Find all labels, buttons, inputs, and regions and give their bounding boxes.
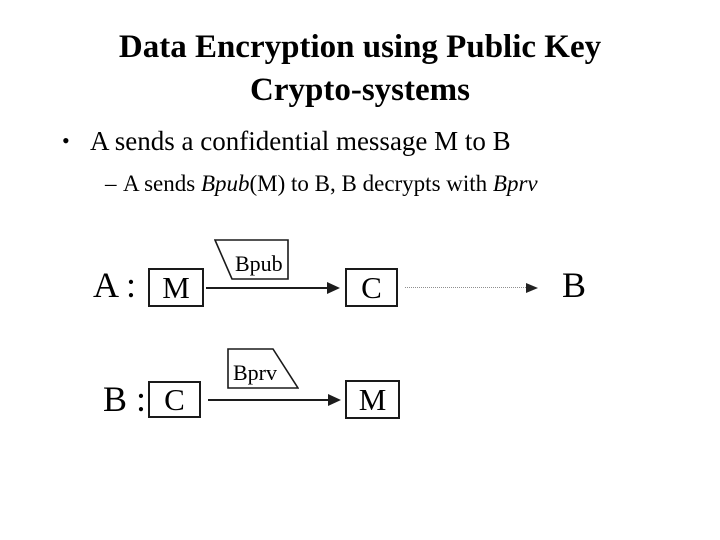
- slide-title-line-2: Crypto-systems: [250, 72, 470, 108]
- bprv-key-shape: Bprv: [227, 348, 299, 389]
- bullet-marker: •: [62, 128, 70, 153]
- receiver-b-label: B :: [103, 379, 147, 419]
- slide-title-line-1: Data Encryption using Public Key: [118, 29, 602, 65]
- ciphertext-c-box-row-b: C: [148, 381, 201, 418]
- plaintext-m-box-row-a-letter: M: [162, 270, 190, 305]
- bpub-key-shape: Bpub: [214, 239, 289, 280]
- decrypt-arrow-head: [328, 394, 341, 406]
- sub-bullet-text: A sends Bpub(M) to B, B decrypts with Bp…: [123, 169, 538, 198]
- recipient-b-label: B: [562, 265, 587, 305]
- ciphertext-c-box-row-b-letter: C: [164, 382, 185, 417]
- bpub-key-label: Bpub: [235, 251, 283, 276]
- bprv-key-label: Bprv: [233, 360, 277, 385]
- sub-bullet-plain-1: A sends: [123, 171, 201, 196]
- decrypt-arrow-line: [208, 399, 328, 401]
- bullet-text: A sends a confidential message M to B: [90, 126, 511, 156]
- sub-bullet-item: – A sends Bpub(M) to B, B decrypts with …: [105, 169, 685, 198]
- bprv-key-outline: [227, 348, 299, 389]
- encrypt-arrow-head: [327, 282, 340, 294]
- plaintext-m-box-row-b: M: [345, 380, 400, 419]
- encrypt-arrow-line: [206, 287, 327, 289]
- sub-bullet-plain-2: (M) to B, B decrypts with: [249, 171, 493, 196]
- transmit-dotted-arrow-line: [405, 287, 526, 288]
- bullet-item: • A sends a confidential message M to B: [62, 124, 692, 158]
- sub-bullet-italic-bprv: Bprv: [492, 171, 538, 196]
- slide-title: Data Encryption using Public Key Crypto-…: [0, 26, 720, 112]
- plaintext-m-box-row-b-letter: M: [358, 382, 387, 417]
- ciphertext-c-box-row-a-letter: C: [361, 270, 382, 305]
- transmit-dotted-arrow-head: [526, 283, 538, 293]
- sub-bullet-italic-bpub: Bpub: [200, 171, 250, 196]
- sub-bullet-marker: –: [105, 171, 117, 196]
- ciphertext-c-box-row-a: C: [345, 268, 398, 307]
- sender-a-label: A :: [93, 265, 137, 305]
- bpub-key-outline: [214, 239, 289, 280]
- plaintext-m-box-row-a: M: [148, 268, 204, 307]
